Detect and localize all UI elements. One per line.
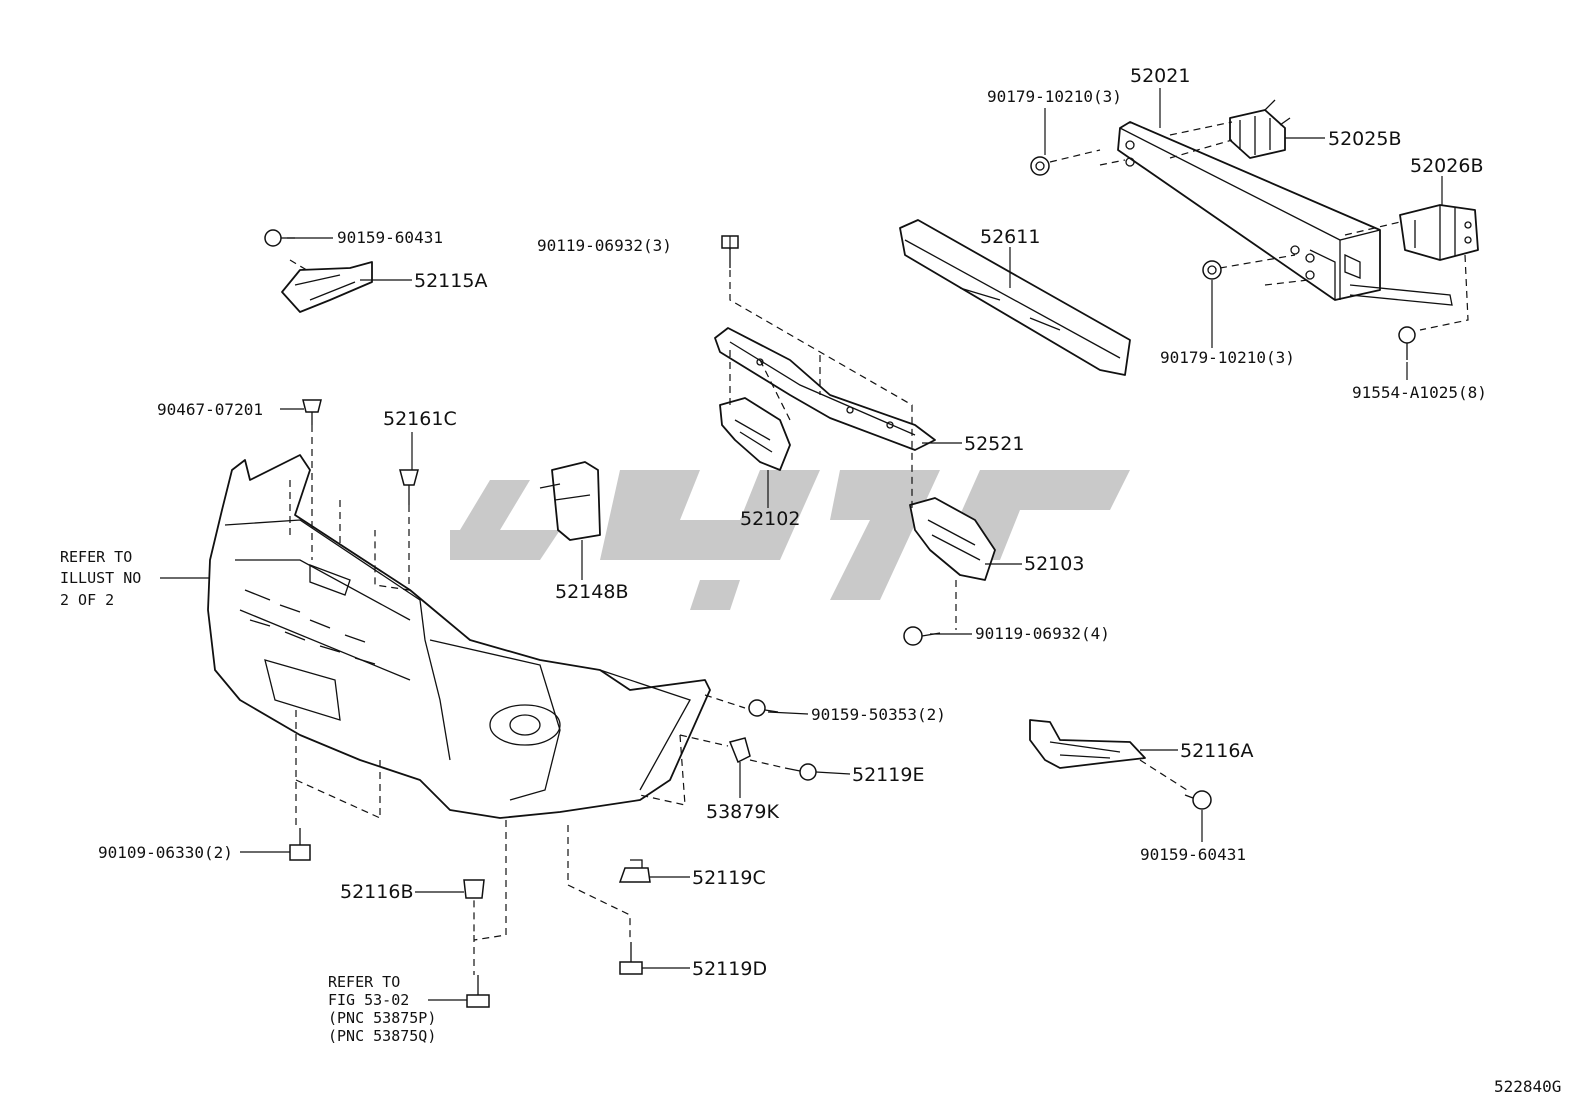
bolt-90109 [289,828,311,861]
label-52103: 52103 [1024,553,1084,575]
bumper-seal-52148B [539,461,601,541]
bolt-91554 [1398,326,1416,360]
label-90119-3: 90119-06932(3) [537,236,672,255]
nut-90179-top [1030,156,1050,176]
label-52116A: 52116A [1180,740,1253,762]
refer-illust-line-3: 2 OF 2 [60,591,114,609]
clip-52116B [463,879,485,899]
label-90159-60431-bottom: 90159-60431 [1140,845,1246,864]
label-52025B: 52025B [1328,128,1401,150]
bumper-stay-52103 [909,497,996,581]
watermark-logo [450,470,1130,610]
label-52611: 52611 [980,226,1040,248]
label-52026B: 52026B [1410,155,1483,177]
label-90119-4: 90119-06932(4) [975,624,1110,643]
label-90179-top: 90179-10210(3) [987,87,1122,106]
label-52521: 52521 [964,433,1024,455]
label-52115A: 52115A [414,270,487,292]
screw-90159-60431-top [264,229,295,247]
label-52119E: 52119E [852,764,924,786]
screw-53875 [466,975,490,1008]
label-52148B: 52148B [555,581,628,603]
reinforcement-bracket-52025B [1229,99,1291,159]
screw-52119E [784,763,817,781]
front-bumper-cover [207,454,711,819]
refer-fig-line-3: (PNC 53875P) [328,1009,436,1027]
bumper-stay-52102 [719,397,791,471]
label-90109: 90109-06330(2) [98,843,233,862]
label-52102: 52102 [740,508,800,530]
reinforcement-bracket-52026B [1399,204,1479,261]
nut-90179-bottom [1202,260,1222,280]
label-52119D: 52119D [692,958,767,980]
leader-lines [160,88,1443,1001]
assembly-guide-lines [289,121,1469,975]
refer-fig-line-1: REFER TO [328,973,400,991]
bolt-90119-bottom [903,626,941,646]
label-52119C: 52119C [692,867,766,889]
label-53879K: 53879K [706,801,779,823]
refer-fig-line-2: FIG 53-02 [328,991,409,1009]
screw-90159-50353 [748,699,779,717]
clip-90467 [302,399,322,425]
bumper-retainer-52115A [281,261,373,313]
label-52021: 52021 [1130,65,1190,87]
screw-52119D [619,942,643,975]
front-bumper-absorber-52611 [899,219,1131,376]
part-number-labels: 52021 90179-10210(3) 52025B 52026B 52611… [60,65,1561,1096]
refer-fig-line-4: (PNC 53875Q) [328,1027,436,1045]
label-52116B: 52116B [340,881,413,903]
bumper-retainer-52116A [1029,719,1146,769]
label-91554: 91554-A1025(8) [1352,383,1487,402]
nut-52119C [618,859,651,883]
label-90179-bottom: 90179-10210(3) [1160,348,1295,367]
nut-53879K [728,737,751,764]
label-52161C: 52161C [383,408,457,430]
label-90159-60431-top: 90159-60431 [337,228,443,247]
refer-illust-line-1: REFER TO [60,548,132,566]
front-bumper-reinforcement-52021 [1117,121,1453,306]
illustration-code: 522840G [1494,1077,1561,1096]
bumper-support-52521 [714,327,936,451]
screw-90159-60431-bottom [1184,790,1212,810]
label-90467: 90467-07201 [157,400,263,419]
clip-52161C [399,469,419,505]
label-90159-50353: 90159-50353(2) [811,705,946,724]
refer-illust-line-2: ILLUST NO [60,569,141,587]
